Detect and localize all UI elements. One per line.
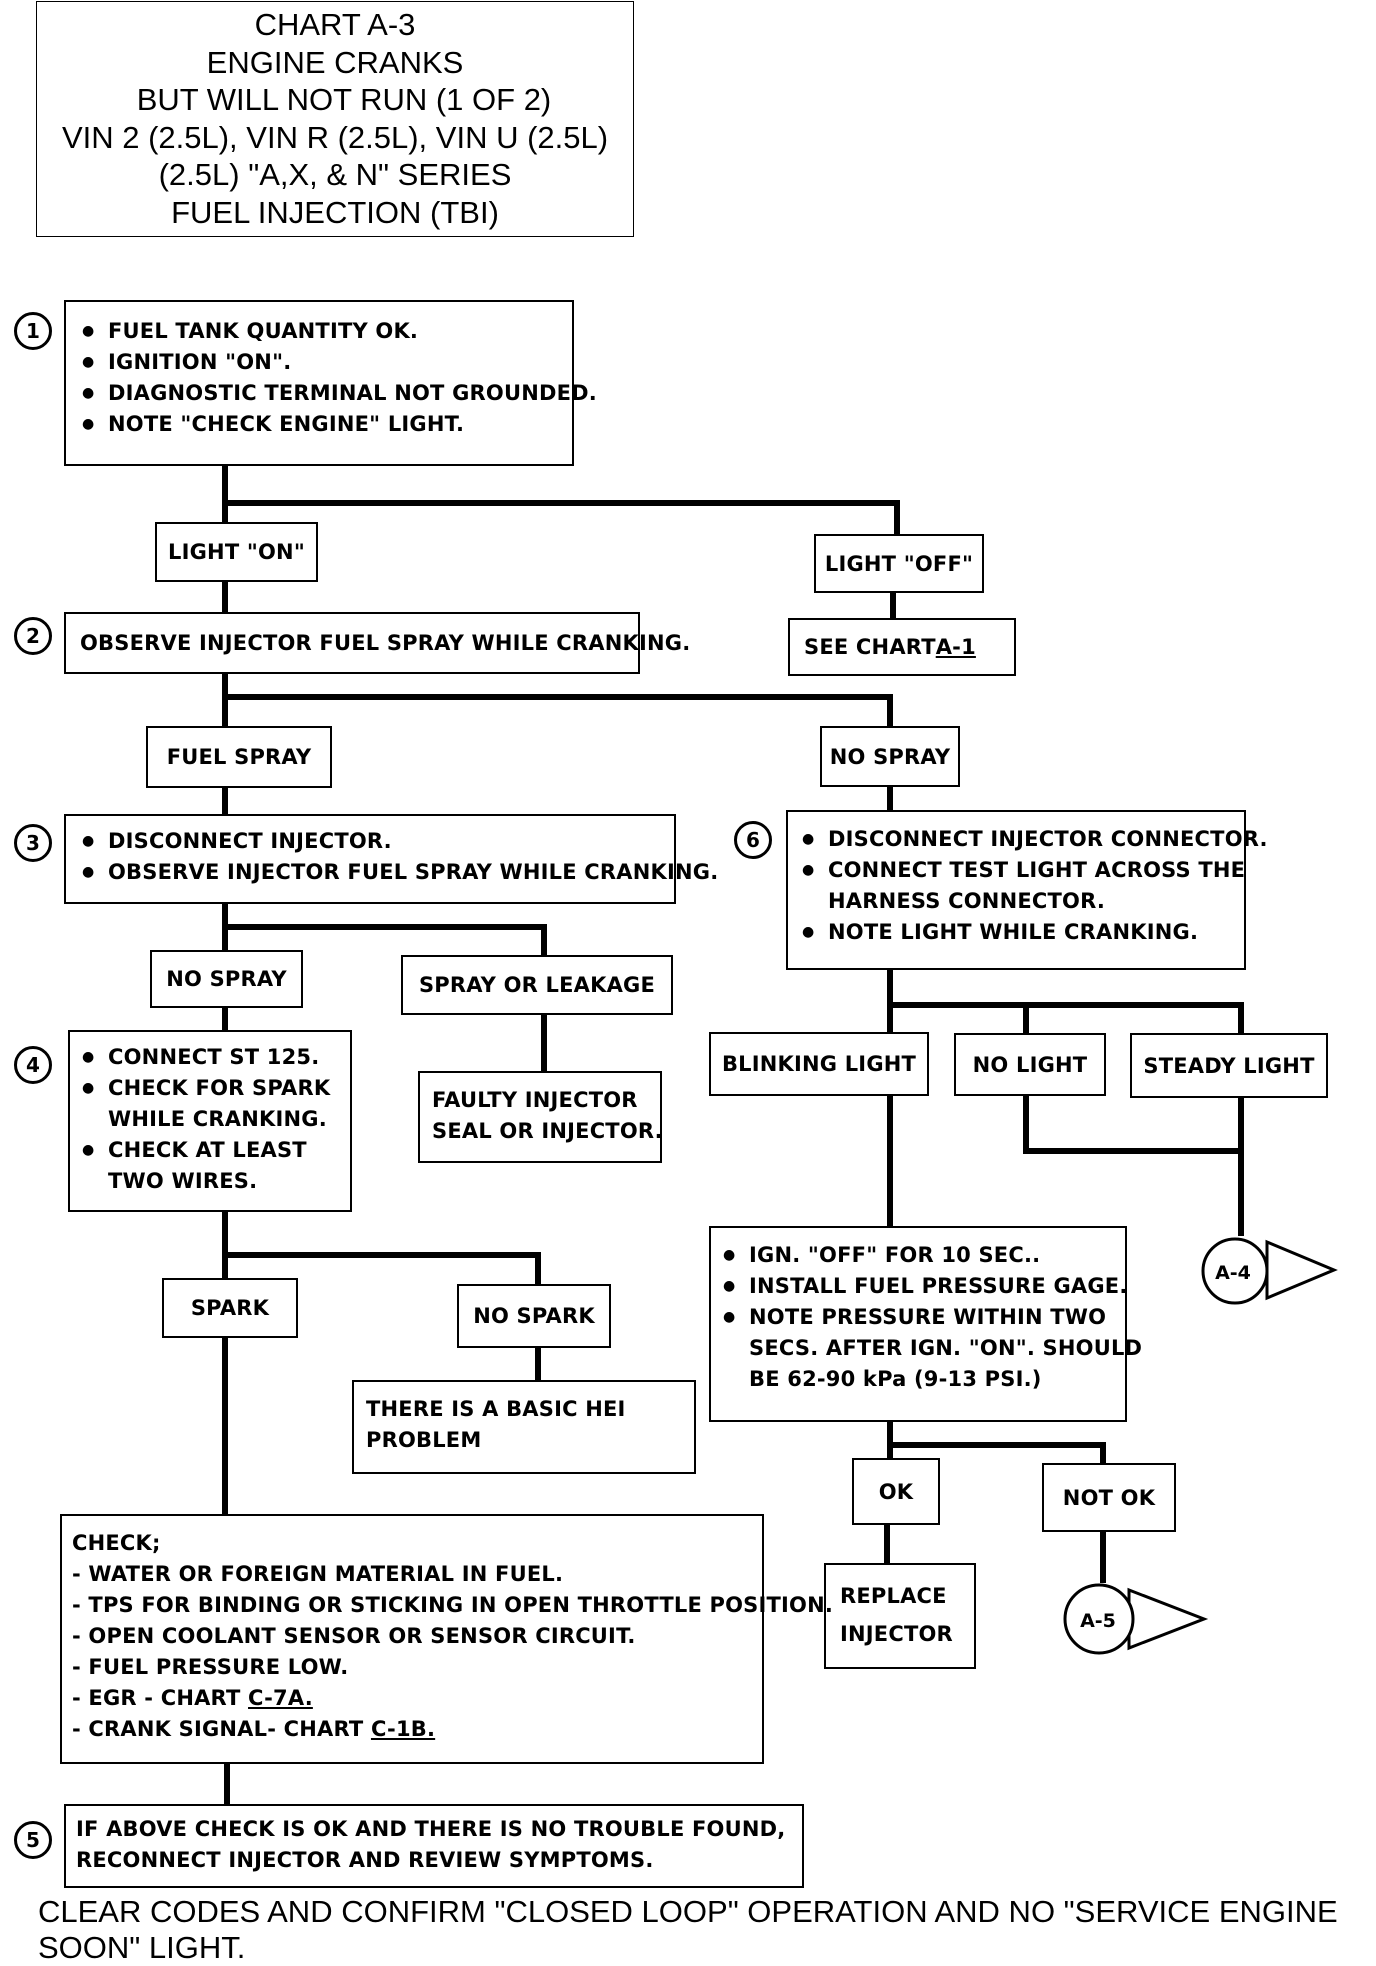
replace-injector-box: REPLACE INJECTOR [824, 1563, 976, 1669]
faulty-injector-line-1: FAULTY INJECTOR [432, 1088, 638, 1112]
no-spray-label-left: NO SPRAY [150, 950, 303, 1008]
observe-spray-box: OBSERVE INJECTOR FUEL SPRAY WHILE CRANKI… [64, 612, 690, 674]
chart-title-box: CHART A-3 ENGINE CRANKS BUT WILL NOT RUN… [36, 1, 634, 237]
no-spark-label: NO SPARK [457, 1284, 611, 1348]
final-check-coolant: - OPEN COOLANT SENSOR OR SENSOR CIRCUIT. [72, 1624, 636, 1648]
review-symptoms-box: IF ABOVE CHECK IS OK AND THERE IS NO TRO… [64, 1804, 804, 1888]
disconnect-injector-step: DISCONNECT INJECTOR. [74, 826, 666, 857]
no-spray-label-right: NO SPRAY [820, 726, 960, 787]
final-check-water: - WATER OR FOREIGN MATERIAL IN FUEL. [72, 1562, 564, 1586]
initial-checks-box: FUEL TANK QUANTITY OK. IGNITION "ON". DI… [64, 300, 597, 466]
step-3-marker: 3 [14, 824, 52, 862]
faulty-injector-box: FAULTY INJECTOR SEAL OR INJECTOR. [418, 1071, 663, 1163]
note-pressure-cont-1: SECS. AFTER IGN. "ON". SHOULD [749, 1336, 1143, 1360]
chart-title-line-6: FUEL INJECTION (TBI) [171, 194, 499, 230]
spark-check-box: CONNECT ST 125. CHECK FOR SPARK WHILE CR… [68, 1030, 352, 1212]
install-gage-step: INSTALL FUEL PRESSURE GAGE. [715, 1271, 1127, 1302]
replace-injector-line-1: REPLACE [840, 1584, 947, 1608]
observe-spray-step: OBSERVE INJECTOR FUEL SPRAY WHILE CRANKI… [74, 857, 718, 888]
chart-title-line-1: CHART A-3 [254, 7, 416, 42]
faulty-injector-line-2: SEAL OR INJECTOR. [432, 1119, 663, 1143]
test-light-box: DISCONNECT INJECTOR CONNECTOR. CONNECT T… [786, 810, 1267, 970]
hei-problem-line-1: THERE IS A BASIC HEI [366, 1397, 626, 1421]
initial-check-diagnostic-terminal: DIAGNOSTIC TERMINAL NOT GROUNDED. [74, 378, 597, 409]
final-check-heading: CHECK; [72, 1531, 161, 1555]
connect-st125-step: CONNECT ST 125. [74, 1042, 346, 1073]
connector-a4-label: A-4 [1215, 1262, 1251, 1284]
final-check-egr: - EGR - CHART C-7A. [72, 1683, 752, 1714]
light-off-label: LIGHT "OFF" [814, 534, 984, 593]
replace-injector-line-2: INJECTOR [840, 1622, 953, 1646]
review-symptoms-line-1: IF ABOVE CHECK IS OK AND THERE IS NO TRO… [76, 1817, 786, 1841]
step-6-marker: 6 [734, 821, 772, 859]
final-check-crank-signal: - CRANK SIGNAL- CHART C-1B. [72, 1714, 752, 1745]
spray-or-leakage-label: SPRAY OR LEAKAGE [401, 955, 673, 1015]
final-check-box: CHECK; - WATER OR FOREIGN MATERIAL IN FU… [60, 1514, 834, 1764]
chart-title-line-5: (2.5L) "A,X, & N" SERIES [158, 157, 512, 192]
note-pressure-cont-2: BE 62-90 kPa (9-13 PSI.) [749, 1367, 1042, 1391]
chart-c7a-reference: C-7A. [248, 1686, 313, 1710]
check-two-wires-cont: TWO WIRES. [108, 1169, 258, 1193]
fuel-pressure-box: IGN. "OFF" FOR 10 SEC.. INSTALL FUEL PRE… [709, 1226, 1143, 1422]
connect-test-light-cont: HARNESS CONNECTOR. [828, 889, 1106, 913]
no-light-label: NO LIGHT [954, 1033, 1106, 1096]
final-check-tps: - TPS FOR BINDING OR STICKING IN OPEN TH… [72, 1593, 834, 1617]
chart-title-line-3: BUT WILL NOT RUN (1 OF 2) [136, 82, 552, 117]
steady-light-label: STEADY LIGHT [1130, 1033, 1328, 1098]
review-symptoms-line-2: RECONNECT INJECTOR AND REVIEW SYMPTOMS. [76, 1848, 654, 1872]
chart-title-line-2: ENGINE CRANKS [206, 44, 464, 80]
check-for-spark-cont: WHILE CRANKING. [108, 1107, 327, 1131]
footer-instruction: CLEAR CODES AND CONFIRM "CLOSED LOOP" OP… [38, 1894, 1338, 1965]
chart-title-line-4: VIN 2 (2.5L), VIN R (2.5L), VIN U (2.5L) [61, 119, 609, 155]
light-on-label: LIGHT "ON" [155, 522, 318, 582]
note-pressure-step: NOTE PRESSURE WITHIN TWO [715, 1302, 1121, 1333]
not-ok-label: NOT OK [1042, 1463, 1176, 1532]
disconnect-injector-box: DISCONNECT INJECTOR. OBSERVE INJECTOR FU… [64, 814, 718, 904]
spark-label: SPARK [162, 1278, 298, 1338]
see-chart-prefix: SEE CHART [804, 635, 936, 659]
step-4-marker: 4 [14, 1046, 52, 1084]
check-two-wires-step: CHECK AT LEAST [74, 1135, 346, 1166]
crank-signal-prefix: - CRANK SIGNAL- CHART [72, 1717, 371, 1741]
check-for-spark-step: CHECK FOR SPARK [74, 1073, 346, 1104]
initial-check-fuel-tank: FUEL TANK QUANTITY OK. [74, 316, 564, 347]
fuel-spray-label: FUEL SPRAY [146, 726, 332, 788]
disconnect-connector-step: DISCONNECT INJECTOR CONNECTOR. [794, 824, 1267, 855]
chart-a1-reference: A-1 [935, 635, 976, 659]
chart-c1b-reference: C-1B. [370, 1717, 436, 1741]
note-light-step: NOTE LIGHT WHILE CRANKING. [794, 917, 1238, 948]
ok-label: OK [852, 1458, 940, 1525]
final-check-fuel-pressure: - FUEL PRESSURE LOW. [72, 1655, 349, 1679]
connect-test-light-step: CONNECT TEST LIGHT ACROSS THE [794, 855, 1245, 886]
see-chart-a1-box: SEE CHART A-1 [788, 618, 1016, 676]
step-2-marker: 2 [14, 617, 52, 655]
step-5-marker: 5 [14, 1821, 52, 1859]
ignition-off-step: IGN. "OFF" FOR 10 SEC.. [715, 1240, 1121, 1271]
initial-check-engine-light: NOTE "CHECK ENGINE" LIGHT. [74, 409, 564, 440]
hei-problem-line-2: PROBLEM [366, 1428, 482, 1452]
egr-prefix: - EGR - CHART [72, 1686, 249, 1710]
connector-a5-label: A-5 [1080, 1610, 1116, 1632]
step-1-marker: 1 [14, 312, 52, 350]
blinking-light-label: BLINKING LIGHT [709, 1032, 929, 1096]
hei-problem-box: THERE IS A BASIC HEI PROBLEM [352, 1380, 696, 1474]
initial-check-ignition: IGNITION "ON". [74, 347, 564, 378]
